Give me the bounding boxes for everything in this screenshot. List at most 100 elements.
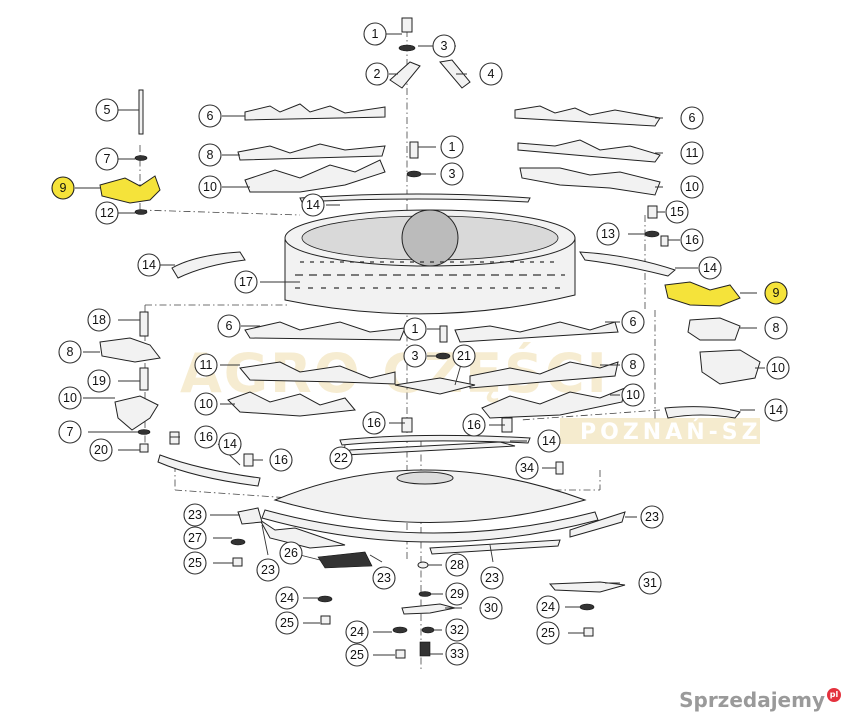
svg-text:23: 23 [645, 510, 659, 524]
svg-text:4: 4 [488, 67, 495, 81]
callout-c16c: 16 [362, 411, 386, 435]
callout-c11b: 11 [194, 353, 218, 377]
callout-c12: 12 [95, 201, 119, 225]
callout-c23c: 23 [256, 558, 280, 582]
callout-c32: 32 [445, 618, 469, 642]
callout-c33: 33 [445, 642, 469, 666]
svg-text:16: 16 [367, 416, 381, 430]
watermark-sub-band [560, 418, 760, 444]
callout-c34: 34 [515, 456, 539, 480]
svg-text:21: 21 [457, 349, 471, 363]
callout-c22: 22 [329, 446, 353, 470]
callout-c30: 30 [479, 596, 503, 620]
svg-text:25: 25 [350, 648, 364, 662]
callout-c14a: 14 [301, 193, 325, 217]
svg-text:10: 10 [685, 180, 699, 194]
svg-text:9: 9 [60, 181, 67, 195]
svg-text:25: 25 [188, 556, 202, 570]
callout-c7b: 7 [58, 420, 82, 444]
svg-text:1: 1 [412, 322, 419, 336]
callout-c9b: 9 [764, 281, 788, 305]
svg-text:5: 5 [104, 103, 111, 117]
svg-text:1: 1 [372, 27, 379, 41]
svg-text:33: 33 [450, 647, 464, 661]
svg-text:23: 23 [485, 571, 499, 585]
svg-text:14: 14 [542, 434, 556, 448]
callout-c1b: 1 [440, 135, 464, 159]
svg-text:7: 7 [67, 425, 74, 439]
callout-c10a: 10 [198, 175, 222, 199]
callout-c14b: 14 [137, 253, 161, 277]
callout-c16b: 16 [194, 425, 218, 449]
callouts: 1 3 2 4 5 6 6 7 8 1 11 9 10 3 10 12 14 1… [51, 22, 790, 667]
callout-c9a: 9 [51, 176, 75, 200]
callout-c1a: 1 [363, 22, 387, 46]
svg-text:22: 22 [334, 451, 348, 465]
svg-text:28: 28 [450, 558, 464, 572]
svg-text:19: 19 [92, 374, 106, 388]
svg-text:10: 10 [626, 388, 640, 402]
callout-c25c: 25 [536, 621, 560, 645]
svg-text:25: 25 [541, 626, 555, 640]
callout-c23d: 23 [372, 566, 396, 590]
callout-c2: 2 [365, 62, 389, 86]
callout-c16e: 16 [269, 448, 293, 472]
svg-text:3: 3 [412, 349, 419, 363]
svg-text:23: 23 [188, 508, 202, 522]
lower-disc [261, 441, 599, 543]
blade-bundles [99, 175, 761, 431]
callout-c6b: 6 [680, 106, 704, 130]
callout-c14d: 14 [764, 398, 788, 422]
callout-c6d: 6 [621, 310, 645, 334]
svg-text:15: 15 [670, 205, 684, 219]
svg-text:9: 9 [773, 286, 780, 300]
svg-text:14: 14 [142, 258, 156, 272]
svg-text:10: 10 [63, 391, 77, 405]
callout-c10d: 10 [58, 386, 82, 410]
callout-c8c: 8 [58, 340, 82, 364]
callout-c19: 19 [87, 369, 111, 393]
svg-text:6: 6 [689, 111, 696, 125]
svg-text:8: 8 [207, 148, 214, 162]
svg-text:24: 24 [350, 625, 364, 639]
callout-c18: 18 [87, 308, 111, 332]
callout-c14c: 14 [698, 256, 722, 280]
callout-c27: 27 [183, 526, 207, 550]
callout-c3a: 3 [432, 34, 456, 58]
callout-c7a: 7 [95, 147, 119, 171]
svg-text:34: 34 [520, 461, 534, 475]
svg-text:6: 6 [207, 109, 214, 123]
hardware [134, 17, 669, 659]
callout-c15: 15 [665, 200, 689, 224]
callout-c13: 13 [596, 222, 620, 246]
svg-text:14: 14 [306, 198, 320, 212]
svg-text:11: 11 [200, 358, 213, 372]
svg-text:16: 16 [274, 453, 288, 467]
svg-text:7: 7 [104, 152, 111, 166]
callout-c11a: 11 [680, 141, 704, 165]
callout-c20: 20 [89, 438, 113, 462]
svg-text:8: 8 [773, 321, 780, 335]
callout-c16d: 16 [462, 413, 486, 437]
svg-text:17: 17 [239, 275, 253, 289]
leader-lines [75, 33, 765, 656]
svg-text:18: 18 [92, 313, 106, 327]
callout-c25d: 25 [345, 643, 369, 667]
svg-text:24: 24 [280, 591, 294, 605]
site-watermark-text: Sprzedajemy [679, 688, 825, 712]
svg-text:20: 20 [94, 443, 108, 457]
callout-c28: 28 [445, 553, 469, 577]
svg-text:32: 32 [450, 623, 464, 637]
svg-text:8: 8 [630, 358, 637, 372]
callout-c24c: 24 [345, 620, 369, 644]
callout-c6c: 6 [217, 314, 241, 338]
svg-text:2: 2 [374, 67, 381, 81]
callout-c10c: 10 [766, 356, 790, 380]
svg-text:27: 27 [188, 531, 202, 545]
callout-c6a: 6 [198, 104, 222, 128]
svg-text:13: 13 [601, 227, 615, 241]
callout-c5: 5 [95, 98, 119, 122]
svg-text:23: 23 [261, 563, 275, 577]
